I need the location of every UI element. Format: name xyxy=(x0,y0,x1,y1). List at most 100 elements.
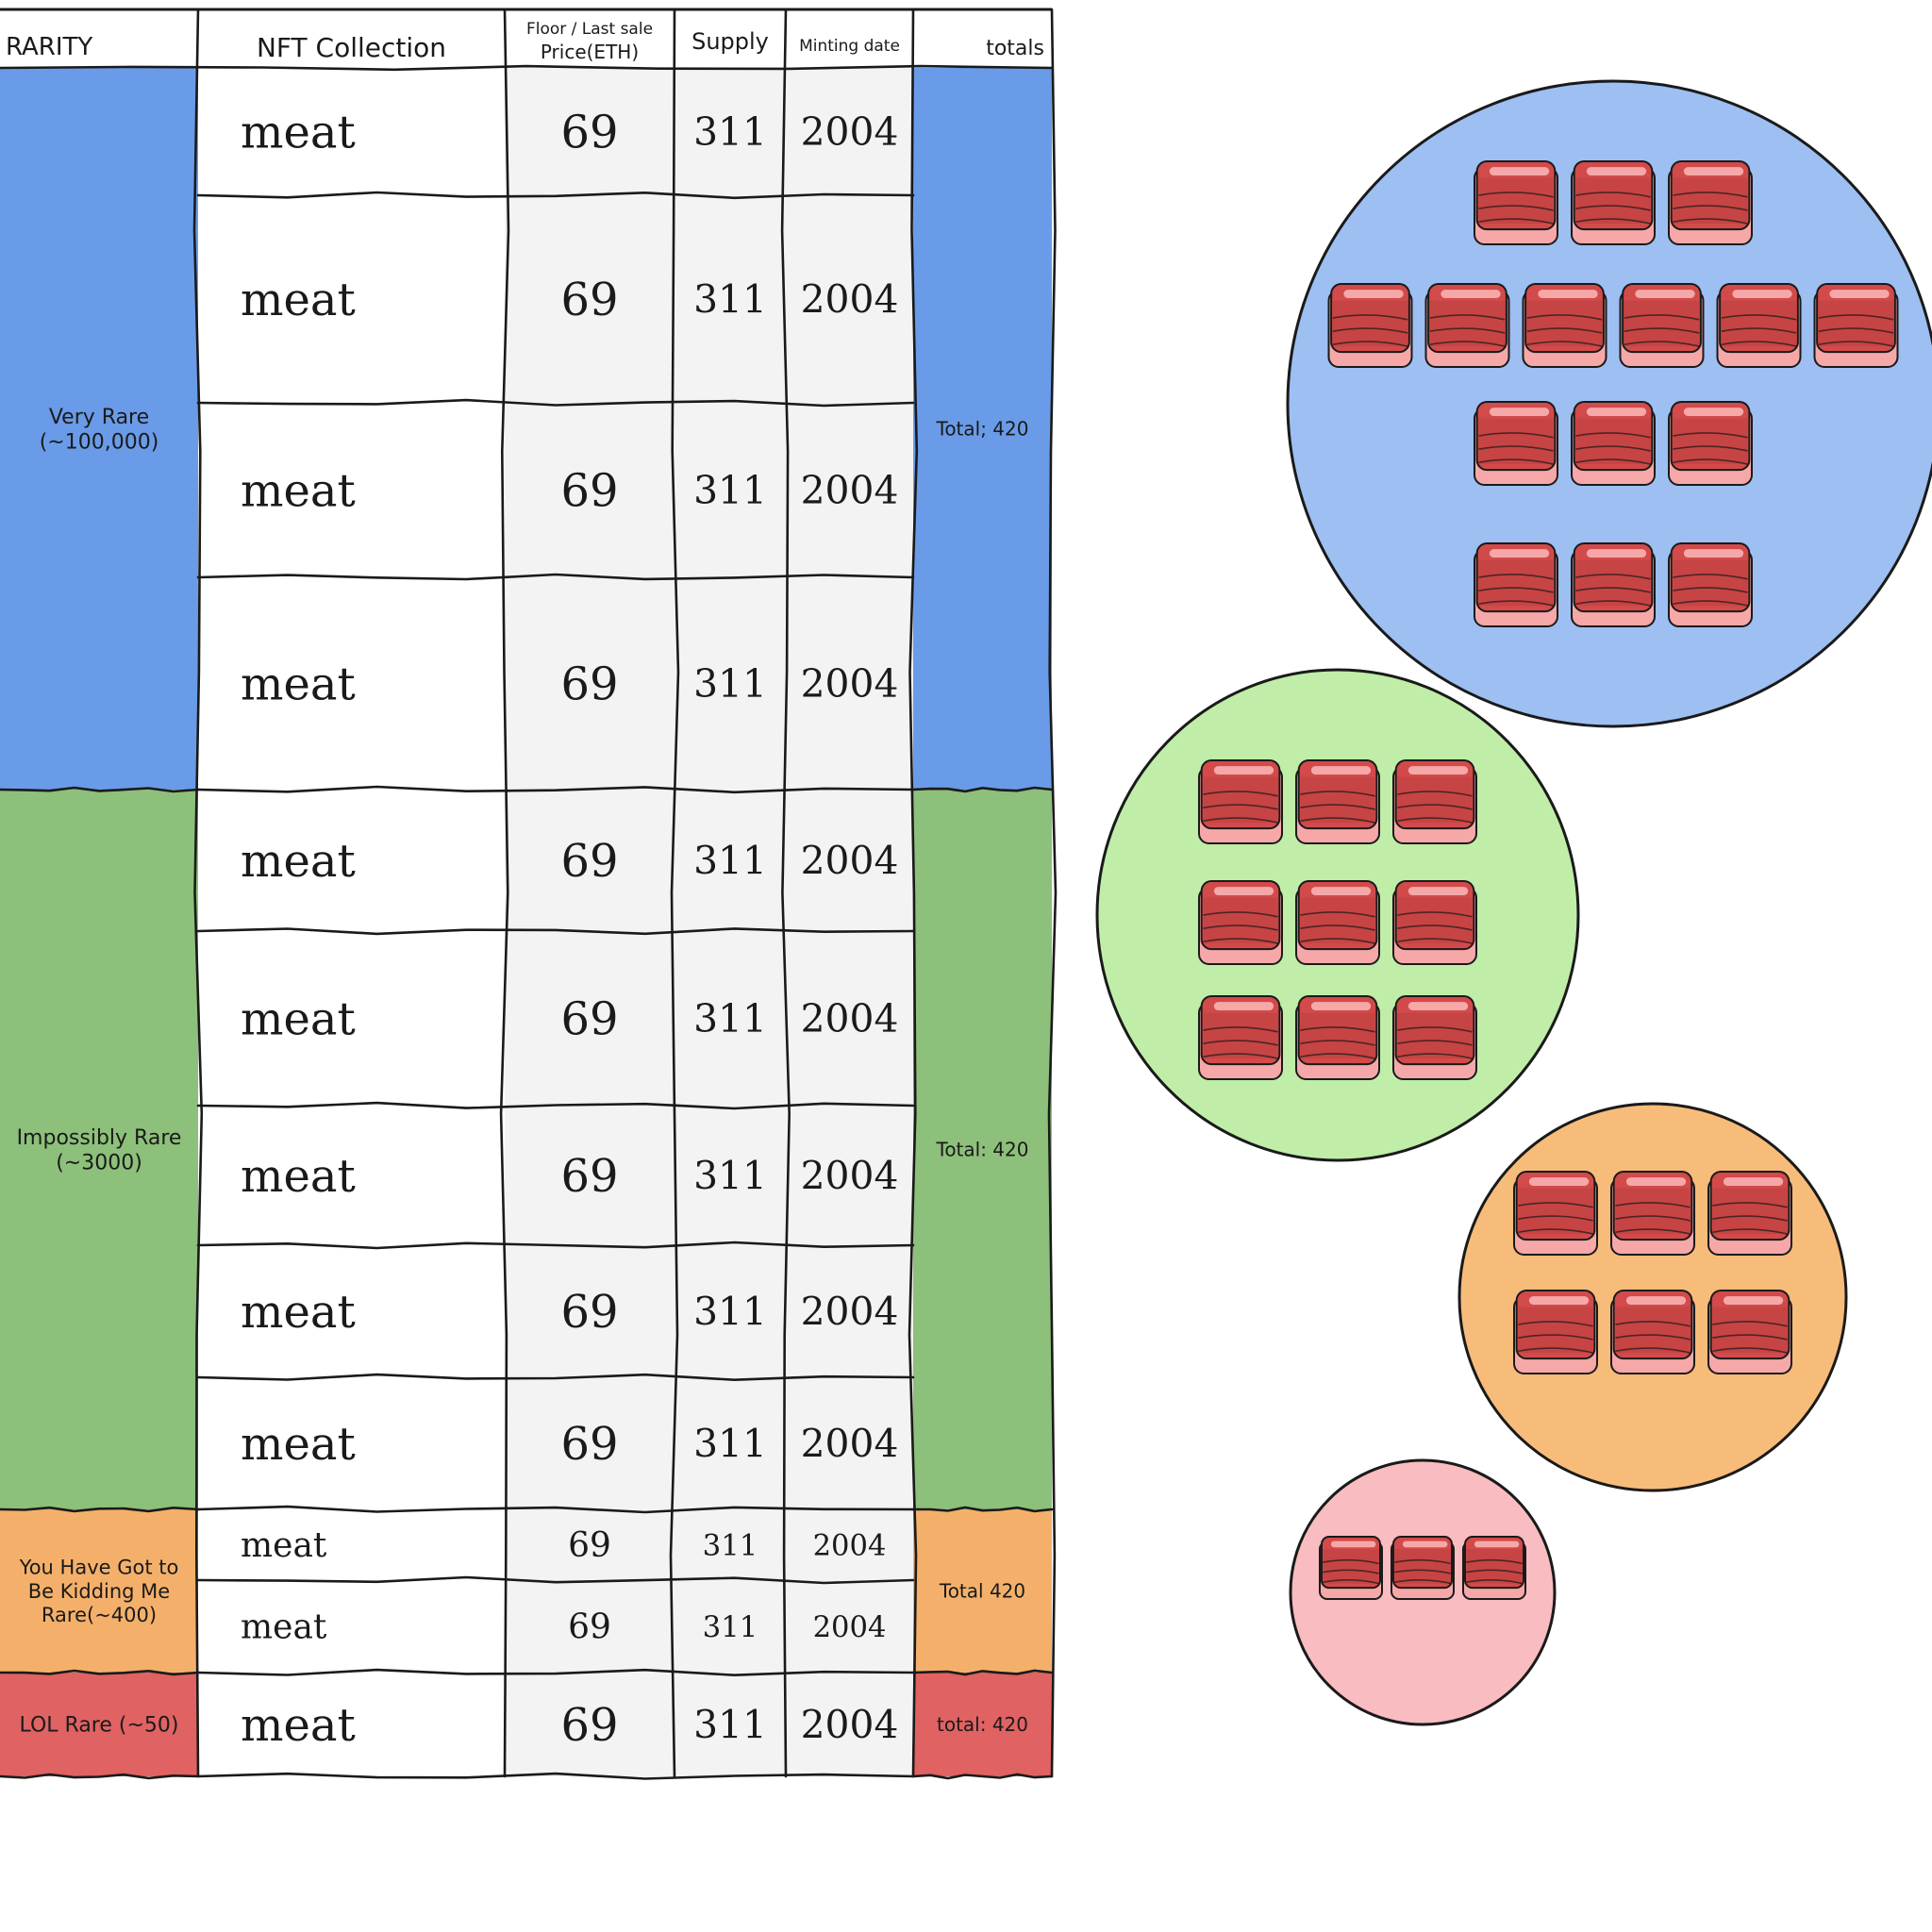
rarity-cell-1 xyxy=(0,790,198,1509)
price-cell: 69 xyxy=(560,1418,618,1471)
column-divider xyxy=(192,8,204,1778)
very-rare-cluster xyxy=(1286,79,1932,728)
meat-steak-icon xyxy=(1668,401,1753,487)
meat-steak-icon xyxy=(1462,1536,1526,1601)
tier-total: total: 420 xyxy=(937,1713,1028,1736)
meat-steak-icon xyxy=(1619,283,1705,369)
column-divider xyxy=(908,8,919,1778)
supply-cell: 311 xyxy=(693,996,767,1041)
rarity-label: Be Kidding Me xyxy=(28,1580,170,1603)
supply-cell: 311 xyxy=(693,1702,767,1747)
row-divider xyxy=(196,1101,915,1110)
meat-steak-icon xyxy=(1198,880,1283,965)
meat-steak-icon xyxy=(1610,1171,1695,1257)
collection-cell: meat xyxy=(241,1699,356,1752)
row-divider xyxy=(196,1668,915,1677)
tier-divider xyxy=(0,1506,200,1513)
tier-total: Total: 420 xyxy=(936,1139,1029,1161)
header-totals: totals xyxy=(986,37,1044,60)
collection-cell: meat xyxy=(241,1150,356,1203)
row-divider xyxy=(196,1241,915,1250)
header-rarity: RARITY xyxy=(6,33,92,61)
meat-steak-icon xyxy=(1668,542,1753,627)
lol-rare-cluster xyxy=(1289,1458,1557,1726)
price-cell: 69 xyxy=(560,1150,618,1203)
meat-clusters xyxy=(1095,79,1932,1726)
meat-steak-icon xyxy=(1392,759,1477,844)
meat-steak-icon xyxy=(1391,1536,1455,1601)
collection-cell: meat xyxy=(241,1526,327,1565)
column-divider xyxy=(499,8,510,1778)
meat-steak-icon xyxy=(1474,160,1558,245)
price-cell: 69 xyxy=(560,274,618,326)
supply-cell: 311 xyxy=(703,1529,758,1562)
kidding-me-rare-cluster xyxy=(1457,1102,1848,1492)
meat-steak-icon xyxy=(1319,1536,1383,1601)
row-divider xyxy=(196,1505,915,1514)
date-cell: 2004 xyxy=(801,468,899,513)
date-cell: 2004 xyxy=(801,1702,899,1747)
meat-steak-icon xyxy=(1295,880,1380,965)
collection-cell: meat xyxy=(241,835,356,888)
meat-steak-icon xyxy=(1571,542,1656,627)
supply-cell: 311 xyxy=(693,661,767,707)
supply-cell: 311 xyxy=(693,1289,767,1334)
date-cell: 2004 xyxy=(801,838,899,883)
collection-cell: meat xyxy=(241,464,356,517)
impossibly-rare-cluster xyxy=(1095,668,1580,1162)
supply-cell: 311 xyxy=(693,468,767,513)
rarity-label: Rare(~400) xyxy=(42,1604,157,1626)
totals-cell-2 xyxy=(913,1509,1052,1673)
column-divider xyxy=(669,8,680,1778)
date-cell: 2004 xyxy=(813,1529,887,1562)
date-cell: 2004 xyxy=(801,1153,899,1198)
row-divider xyxy=(196,573,915,581)
meat-steak-icon xyxy=(1813,283,1899,369)
totals-cell-0 xyxy=(913,68,1052,790)
price-cell: 69 xyxy=(568,1608,611,1647)
meat-steak-icon xyxy=(1513,1171,1598,1257)
meat-steak-icon xyxy=(1707,1171,1792,1257)
tier-divider xyxy=(0,1773,200,1780)
supply-cell: 311 xyxy=(693,1421,767,1466)
date-cell: 2004 xyxy=(801,109,899,155)
meat-steak-icon xyxy=(1295,995,1380,1081)
numeric-columns-bg xyxy=(505,68,913,1776)
price-cell: 69 xyxy=(560,106,618,158)
collection-cell: meat xyxy=(241,274,356,326)
meat-steak-icon xyxy=(1571,401,1656,487)
tier-divider xyxy=(0,786,200,793)
price-cell: 69 xyxy=(560,464,618,517)
header-collection: NFT Collection xyxy=(257,32,446,63)
rarity-table: Very Rare(~100,000)Total; 420Impossibly … xyxy=(0,8,1058,1780)
date-cell: 2004 xyxy=(801,996,899,1041)
supply-cell: 311 xyxy=(703,1611,758,1644)
price-cell: 69 xyxy=(560,835,618,888)
header-price-line2: Price(ETH) xyxy=(541,41,639,63)
supply-cell: 311 xyxy=(693,109,767,155)
totals-cell-3 xyxy=(913,1673,1052,1776)
rarity-label: Very Rare xyxy=(49,406,149,429)
rarity-label: LOL Rare (~50) xyxy=(19,1714,178,1738)
header-price-line1: Floor / Last sale xyxy=(526,20,653,39)
tier-divider xyxy=(911,1773,1054,1780)
date-cell: 2004 xyxy=(801,1289,899,1334)
price-cell: 69 xyxy=(568,1526,611,1565)
header-supply: Supply xyxy=(691,28,769,55)
header-divider xyxy=(0,64,1054,72)
meat-steak-icon xyxy=(1707,1290,1792,1375)
rarity-cell-0 xyxy=(0,68,198,790)
rarity-label: (~3000) xyxy=(56,1151,142,1174)
meat-steak-icon xyxy=(1392,880,1477,965)
tier-divider xyxy=(911,1669,1054,1676)
tier-divider xyxy=(911,786,1054,793)
meat-steak-icon xyxy=(1716,283,1802,369)
collection-cell: meat xyxy=(241,1286,356,1339)
meat-steak-icon xyxy=(1668,160,1753,245)
row-divider xyxy=(196,1772,915,1780)
row-divider xyxy=(196,927,915,936)
collection-cell: meat xyxy=(241,992,356,1045)
column-divider xyxy=(780,8,791,1778)
price-cell: 69 xyxy=(560,1286,618,1339)
